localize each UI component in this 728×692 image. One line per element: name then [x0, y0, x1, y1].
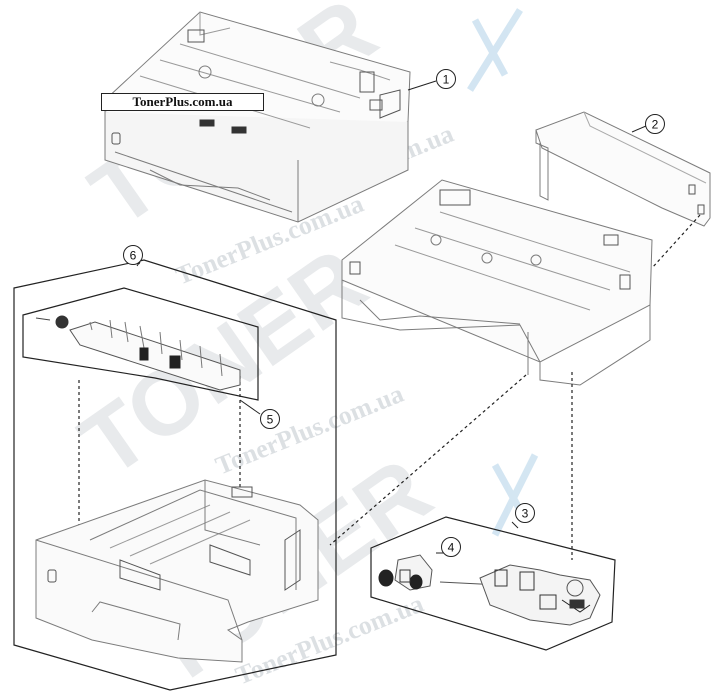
tray-housing-middle — [341, 179, 653, 386]
callout-3: 3 — [511, 503, 535, 529]
source-label: TonerPlus.com.ua — [101, 93, 264, 111]
callout-5-number: 5 — [267, 413, 274, 427]
paper-tray-box — [13, 259, 337, 691]
callout-1-number: 1 — [443, 73, 450, 87]
callout-4: 4 — [436, 537, 461, 557]
separator-assembly-box — [22, 287, 259, 401]
callout-2-number: 2 — [652, 118, 659, 132]
callout-3-number: 3 — [522, 507, 529, 521]
callout-5: 5 — [239, 399, 280, 429]
paper-tray — [35, 479, 319, 663]
pick-assembly — [439, 564, 601, 626]
separator-assembly — [35, 315, 241, 391]
callout-6-number: 6 — [130, 249, 137, 263]
rear-cover — [535, 111, 711, 227]
callout-4-number: 4 — [448, 541, 455, 555]
callout-2: 2 — [631, 114, 665, 134]
tray-assembly-top — [104, 11, 411, 223]
callout-1: 1 — [407, 69, 456, 91]
pick-roller — [378, 554, 433, 591]
pick-assembly-box — [370, 516, 616, 651]
callout-6: 6 — [123, 245, 143, 267]
